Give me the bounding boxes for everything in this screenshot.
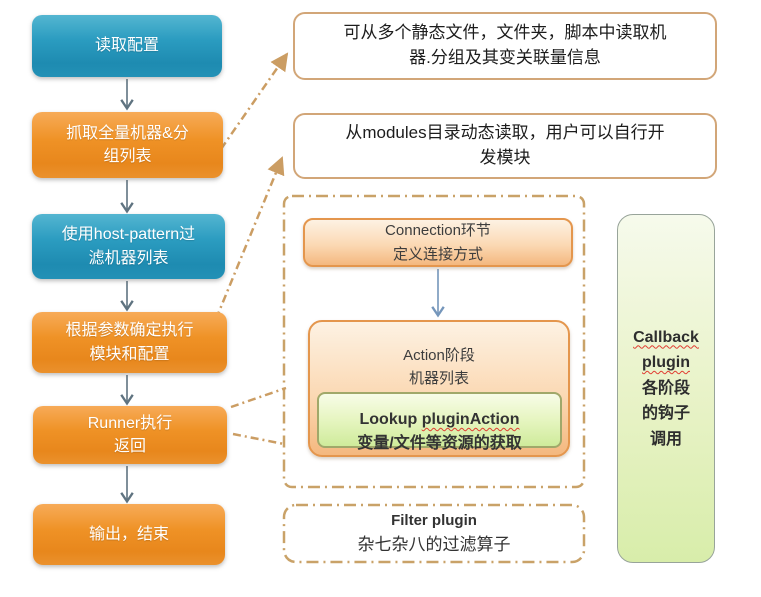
callback-word: Callback <box>633 328 699 346</box>
step-fetch-hosts: 抓取全量机器&分 组列表 <box>32 112 223 178</box>
lookup-plugin-subtitle: 变量/文件等资源的获取 <box>357 435 522 452</box>
callback-description: 各阶段 的钩子 调用 <box>641 379 690 448</box>
step-output-end: 输出，结束 <box>33 504 225 565</box>
step-runner: Runner执行 返回 <box>33 406 227 464</box>
connection-stage-box: Connection环节 定义连接方式 <box>303 218 573 267</box>
step-resolve-modules: 根据参数确定执行 模块和配置 <box>32 312 227 373</box>
connector-runner-upper-line <box>230 386 287 409</box>
connector-inventory-line <box>219 52 289 150</box>
lookup-plugin-title: Lookup pluginAction <box>360 384 520 432</box>
step-read-config: 读取配置 <box>32 15 222 77</box>
callback-plugin-box: Callback plugin 各阶段 的钩子 调用 <box>617 214 715 563</box>
step-host-pattern: 使用host-pattern过 滤机器列表 <box>32 214 225 279</box>
filter-plugin-subtitle: 杂七杂八的过滤算子 <box>357 535 511 554</box>
connector-modules-line <box>214 156 285 320</box>
annotation-inventory: 可从多个静态文件，文件夹，脚本中读取机 器.分组及其变关联量信息 <box>293 12 717 80</box>
filter-box-dashed-border <box>282 503 586 564</box>
filter-plugin-box: Filter plugin 杂七杂八的过滤算子 <box>284 505 584 562</box>
lookup-plugin-box: Lookup pluginAction 变量/文件等资源的获取 <box>317 392 562 452</box>
annotation-modules: 从modules目录动态读取，用户可以自行开 发模块 <box>293 113 717 179</box>
filter-plugin-title: Filter plugin <box>391 511 477 529</box>
connector-runner-lower-line <box>232 432 285 446</box>
lookup-word: Lookup <box>359 411 418 428</box>
plugin-word: plugin <box>642 354 690 372</box>
lookup-misspelled-word: pluginAction <box>421 411 520 428</box>
execution-group-dashed-border <box>282 194 586 489</box>
